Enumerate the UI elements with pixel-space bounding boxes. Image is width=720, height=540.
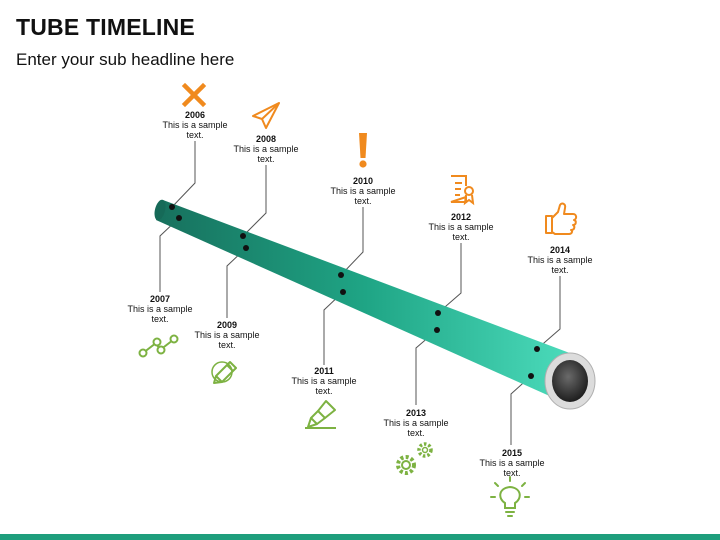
milestone-year: 2012 <box>450 212 472 222</box>
tube-end-hole <box>552 360 588 402</box>
milestone-text: This is a sample text. <box>194 330 260 350</box>
dot-2010 <box>338 272 344 278</box>
milestone-label-2010: 2010 This is a sample text. <box>328 176 398 206</box>
page-title: TUBE TIMELINE <box>16 14 195 40</box>
connector-2008 <box>242 165 267 237</box>
connector-2010 <box>340 207 364 276</box>
milestone-text: This is a sample text. <box>291 376 357 396</box>
highlighter-icon <box>305 400 336 429</box>
thumbs-up-icon <box>545 202 578 235</box>
dot-2012 <box>435 310 441 316</box>
line-graph-icon <box>138 334 179 358</box>
dot-2013 <box>434 327 440 333</box>
pencil-icon <box>211 361 237 384</box>
tube-body <box>156 200 575 402</box>
close-x-icon <box>181 82 207 108</box>
dot-2007 <box>176 215 182 221</box>
milestone-label-2013: 2013 This is a sample text. <box>381 408 451 438</box>
exclamation-icon <box>359 133 367 168</box>
milestone-text: This is a sample text. <box>127 304 193 324</box>
milestone-label-2009: 2009 This is a sample text. <box>192 320 262 350</box>
footer-bar <box>0 534 720 540</box>
milestone-label-2007: 2007 This is a sample text. <box>125 294 195 324</box>
milestone-year: 2006 <box>184 110 206 120</box>
timeline-dots <box>169 204 540 379</box>
tube <box>154 199 596 410</box>
dot-2015 <box>528 373 534 379</box>
milestone-year: 2008 <box>255 134 277 144</box>
connector-2007 <box>159 217 180 292</box>
milestone-label-2014: 2014 This is a sample text. <box>525 245 595 275</box>
connector-2015 <box>510 375 532 445</box>
dot-2009 <box>243 245 249 251</box>
milestone-text: This is a sample text. <box>383 418 449 438</box>
milestone-year: 2014 <box>549 245 571 255</box>
milestone-label-2012: 2012 This is a sample text. <box>426 212 496 242</box>
milestone-year: 2010 <box>352 176 374 186</box>
dot-2008 <box>240 233 246 239</box>
milestone-text: This is a sample text. <box>479 458 545 478</box>
paper-plane-icon <box>252 102 280 129</box>
milestone-text: This is a sample text. <box>233 144 299 164</box>
milestone-text: This is a sample text. <box>330 186 396 206</box>
milestone-label-2015: 2015 This is a sample text. <box>477 448 547 478</box>
milestone-label-2008: 2008 This is a sample text. <box>231 134 301 164</box>
tube-left-end <box>154 199 166 221</box>
connector-2014 <box>536 276 561 350</box>
dot-2011 <box>340 289 346 295</box>
connector-2011 <box>323 291 344 365</box>
milestone-text: This is a sample text. <box>162 120 228 140</box>
milestone-label-2011: 2011 This is a sample text. <box>289 366 359 396</box>
milestone-year: 2011 <box>314 366 334 376</box>
connector-2012 <box>437 243 462 314</box>
milestone-year: 2009 <box>216 320 238 330</box>
dot-2006 <box>169 204 175 210</box>
milestone-text: This is a sample text. <box>428 222 494 242</box>
certificate-icon <box>450 175 475 206</box>
gears-icon <box>396 442 433 475</box>
connector-2006 <box>171 141 196 208</box>
milestone-year: 2013 <box>405 408 427 418</box>
page-subtitle: Enter your sub headline here <box>16 50 235 69</box>
milestone-year: 2015 <box>501 448 523 458</box>
light-bulb-icon <box>490 476 530 517</box>
milestone-text: This is a sample text. <box>527 255 593 275</box>
milestone-year: 2007 <box>149 294 171 304</box>
dot-2014 <box>534 346 540 352</box>
milestone-label-2006: 2006 This is a sample text. <box>160 110 230 140</box>
